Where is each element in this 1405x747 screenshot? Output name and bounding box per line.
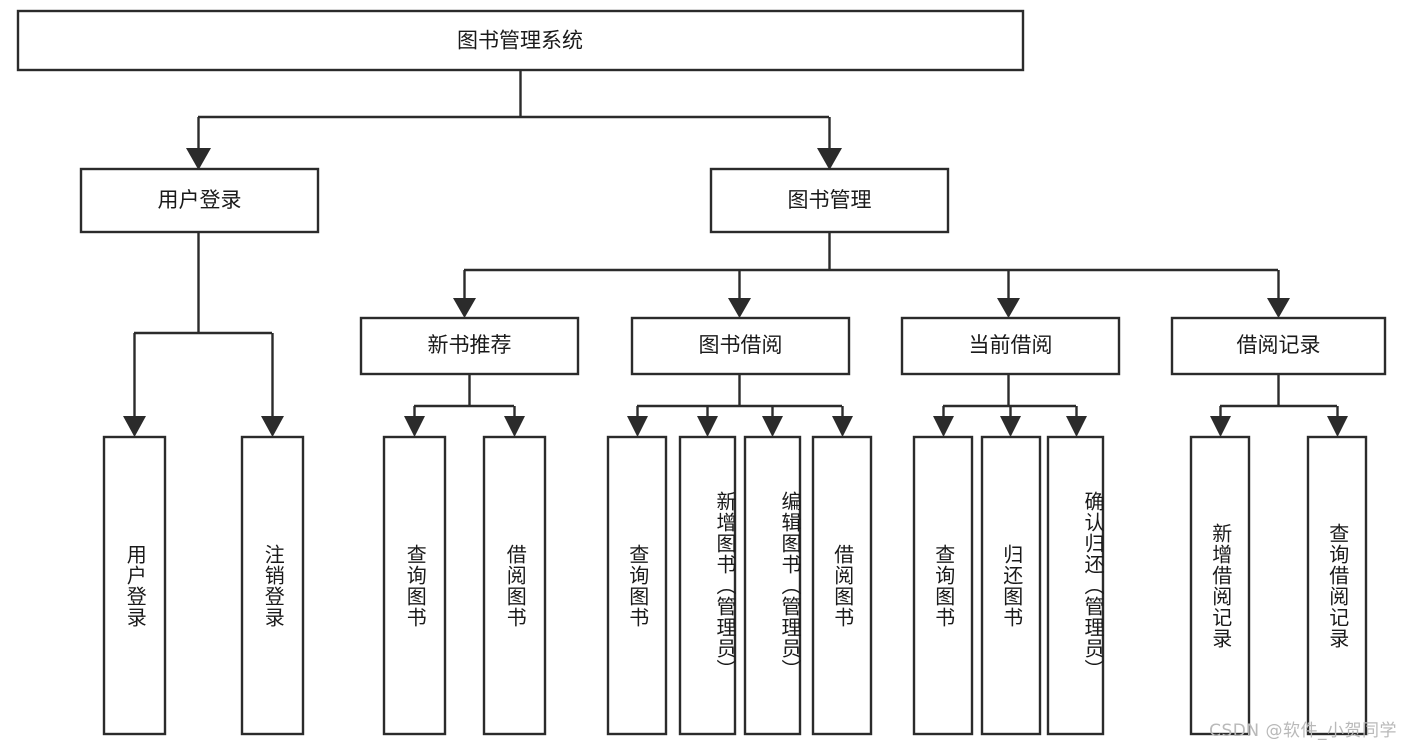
node-current-borrow-box[interactable] (900, 316, 1121, 376)
connector-group-borrow-record (1210, 374, 1348, 437)
leaf-box-add-record[interactable] (1189, 435, 1251, 736)
node-book-borrow[interactable]: 图书借阅 (630, 316, 851, 376)
arrow-leaf-user-login (123, 416, 146, 437)
arrow-leaf-logout (261, 416, 284, 437)
leaf-box-edit-book[interactable] (743, 435, 802, 736)
arrow-to-book-borrow (728, 298, 751, 318)
leaf-box-confirm-return[interactable] (1046, 435, 1105, 736)
csdn-watermark: CSDN @软件_小贺同学 (1209, 721, 1397, 741)
node-root-label: 图书管理系统 (457, 29, 583, 53)
leaf-box-borrow-book-2[interactable] (811, 435, 873, 736)
leaf-box-add-book[interactable] (678, 435, 737, 736)
node-borrow-record-box[interactable] (1170, 316, 1387, 376)
leaf-box-borrow-book-1[interactable] (482, 435, 547, 736)
arrow-leaf-borrow-book-2 (832, 416, 853, 437)
node-book-borrow-box[interactable] (630, 316, 851, 376)
arrow-leaf-edit-book (762, 416, 783, 437)
node-book-management[interactable]: 图书管理 (709, 167, 950, 234)
leaf-box-query-record[interactable] (1306, 435, 1368, 736)
connector-group-root (186, 70, 842, 170)
node-root-box[interactable] (16, 9, 1025, 72)
leaf-box-query-book-3[interactable] (912, 435, 974, 736)
node-user-login-box[interactable] (79, 167, 320, 234)
connector-group-new-book-rec (404, 374, 525, 437)
node-current-borrow[interactable]: 当前借阅 (900, 316, 1121, 376)
arrow-leaf-borrow-book-1 (504, 416, 525, 437)
leaf-box-return-book[interactable] (980, 435, 1042, 736)
arrow-leaf-query-book-3 (933, 416, 954, 437)
node-new-book-recommend-box[interactable] (359, 316, 580, 376)
arrow-to-current-borrow (997, 298, 1020, 318)
connector-group-user-login (123, 232, 284, 437)
node-book-borrow-label: 图书借阅 (699, 333, 783, 357)
leaf-box-group (102, 435, 1368, 736)
leaf-box-query-book-2[interactable] (606, 435, 668, 736)
arrow-to-user-login (186, 148, 211, 170)
arrow-leaf-confirm-return (1066, 416, 1087, 437)
arrow-leaf-add-book (697, 416, 718, 437)
arrow-to-book-mgmt (817, 148, 842, 170)
node-user-login[interactable]: 用户登录 (79, 167, 320, 234)
arrow-leaf-query-book-2 (627, 416, 648, 437)
connector-group-current-borrow (933, 374, 1087, 437)
arrow-leaf-query-book-1 (404, 416, 425, 437)
arrow-to-new-book-rec (453, 298, 476, 318)
leaf-box-query-book-1[interactable] (382, 435, 447, 736)
arrow-leaf-return-book (1000, 416, 1021, 437)
node-current-borrow-label: 当前借阅 (969, 333, 1053, 357)
node-book-management-box[interactable] (709, 167, 950, 234)
node-root[interactable]: 图书管理系统 (16, 9, 1025, 72)
node-new-book-recommend[interactable]: 新书推荐 (359, 316, 580, 376)
arrow-leaf-query-record (1327, 416, 1348, 437)
node-book-management-label: 图书管理 (788, 188, 872, 212)
node-new-book-recommend-label: 新书推荐 (428, 333, 512, 357)
node-borrow-record[interactable]: 借阅记录 (1170, 316, 1387, 376)
node-user-login-label: 用户登录 (158, 188, 242, 212)
connector-group-book-mgmt (453, 232, 1290, 318)
leaf-box-logout[interactable] (240, 435, 305, 736)
leaf-box-user-login[interactable] (102, 435, 167, 736)
arrow-to-borrow-record (1267, 298, 1290, 318)
arrow-leaf-add-record (1210, 416, 1231, 437)
connector-group-book-borrow (627, 374, 853, 437)
node-borrow-record-label: 借阅记录 (1237, 333, 1321, 357)
